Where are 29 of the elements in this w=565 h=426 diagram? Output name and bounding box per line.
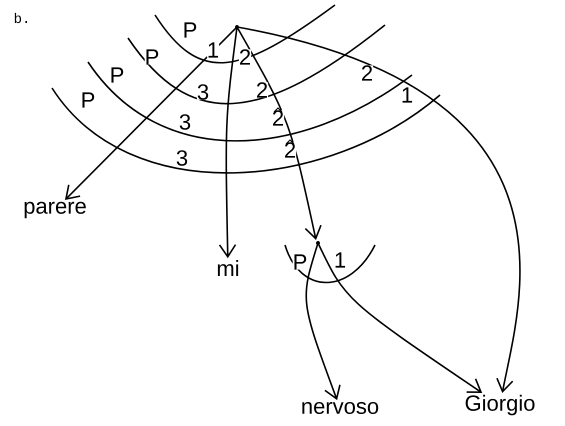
arc-label: 2 xyxy=(238,49,252,65)
arc-label: 2 xyxy=(272,110,284,126)
arc-label: P xyxy=(182,22,198,38)
arc-label: 3 xyxy=(196,84,210,100)
arc-label: 2 xyxy=(256,82,268,98)
arc-arrow xyxy=(317,242,482,393)
arc-arrow xyxy=(305,242,341,400)
arc-label: 1 xyxy=(206,42,220,58)
word-label: parere xyxy=(24,202,86,218)
vertex-point xyxy=(235,25,239,29)
arc-label: 2 xyxy=(360,65,374,81)
arc-arrow xyxy=(218,26,238,258)
arc-arrow xyxy=(236,26,521,393)
arc-label: 2 xyxy=(284,142,296,158)
word-label: Giorgio xyxy=(466,394,535,416)
arc-label: 1 xyxy=(334,252,346,268)
arc-arrow xyxy=(64,26,238,200)
arc-label: P xyxy=(144,49,160,65)
word-label: mi xyxy=(218,260,238,276)
arc-label: P xyxy=(110,67,124,83)
figure-label: b. xyxy=(14,12,30,24)
arc-label: P xyxy=(292,254,308,270)
arc-label: 3 xyxy=(178,114,192,130)
vertex-point xyxy=(316,241,320,245)
arc-label: 1 xyxy=(400,87,414,103)
arc-label: P xyxy=(80,92,96,108)
arc-arrow xyxy=(236,26,322,240)
word-label: nervoso xyxy=(302,402,378,414)
arc-label: 3 xyxy=(176,150,188,166)
